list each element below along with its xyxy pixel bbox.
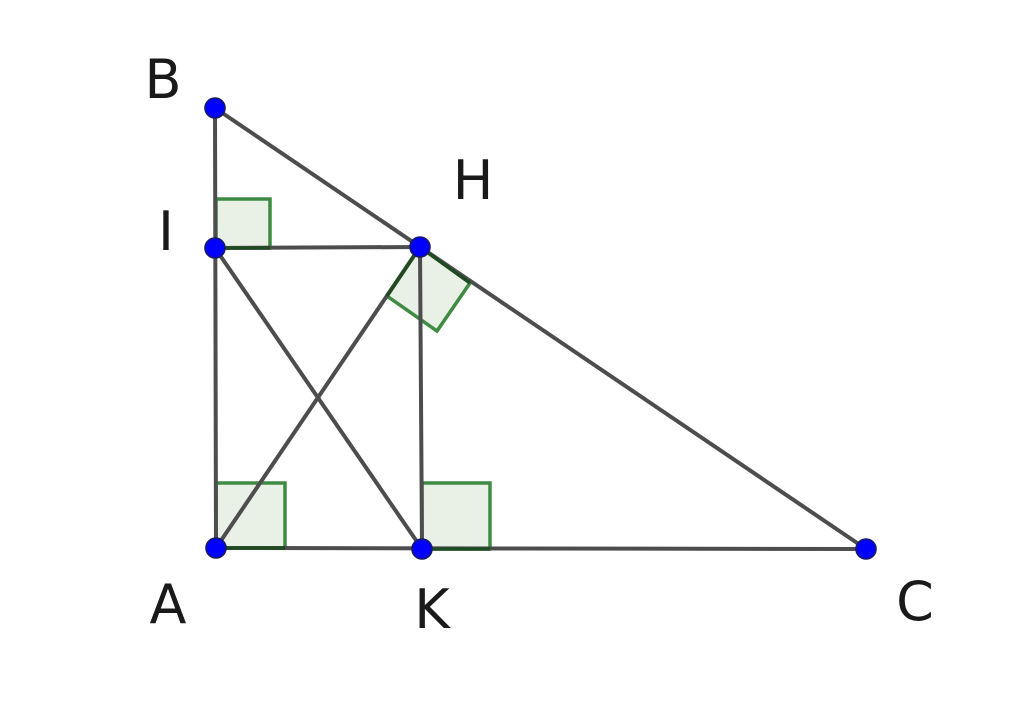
segment-AB (213, 106, 218, 550)
vertex-point-H[interactable] (409, 236, 431, 258)
segment-BC (213, 106, 868, 551)
segment-AC (214, 546, 868, 551)
segment-IK (213, 246, 424, 551)
right-angle-at-I (214, 197, 272, 250)
vertex-label-A: A (150, 573, 187, 636)
vertex-point-C[interactable] (855, 538, 877, 560)
vertex-point-A[interactable] (205, 537, 227, 559)
right-angle-at-K (420, 481, 492, 551)
right-angle-at-H (384, 244, 473, 334)
vertex-label-C: C (896, 570, 934, 633)
vertex-label-H: H (453, 149, 494, 212)
vertex-label-I: I (158, 200, 174, 263)
vertex-point-B[interactable] (204, 97, 226, 119)
segments (213, 106, 868, 551)
vertex-label-B: B (144, 48, 181, 111)
vertex-labels: B I H A K C (144, 48, 933, 641)
right-angle-marks (214, 197, 492, 551)
vertex-points (204, 97, 877, 560)
vertex-point-I[interactable] (204, 237, 226, 259)
vertex-label-K: K (414, 578, 451, 641)
right-angle-at-A (214, 481, 287, 550)
vertex-point-K[interactable] (411, 538, 433, 560)
segment-HK (418, 245, 424, 551)
